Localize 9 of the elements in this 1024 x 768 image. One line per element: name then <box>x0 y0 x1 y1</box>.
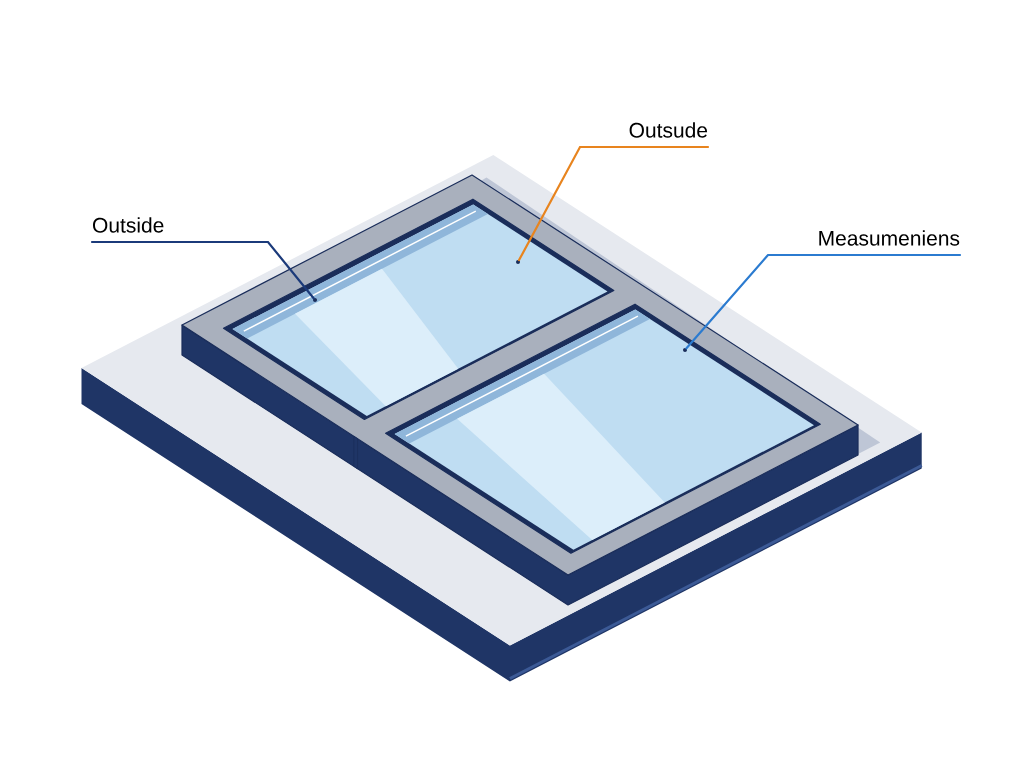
leader-line <box>685 253 962 350</box>
callout-label: Measumeniens <box>819 230 960 246</box>
leader-end <box>683 348 687 352</box>
leader-end <box>313 298 317 302</box>
callout-label: Outsude <box>629 122 708 138</box>
leader-line <box>517 145 710 262</box>
leader-line <box>90 240 315 300</box>
callout-label: Outside <box>93 217 164 233</box>
leader-end <box>516 260 520 264</box>
